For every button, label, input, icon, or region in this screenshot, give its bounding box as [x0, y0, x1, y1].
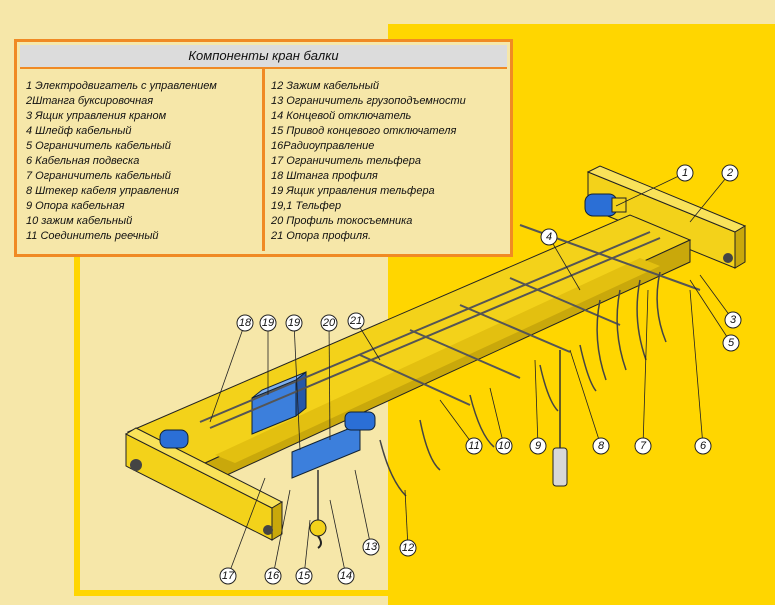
motor-left	[159, 429, 189, 449]
callout-4: 4	[540, 228, 558, 246]
legend-item: 16Радиоуправление	[271, 140, 375, 152]
callout-1: 1	[676, 164, 694, 182]
legend-item: 4 Шлейф кабельный	[26, 125, 132, 137]
callout-label: 5	[728, 337, 735, 349]
callout-12: 12	[399, 539, 417, 557]
callout-label: 20	[322, 317, 336, 329]
callout-5: 5	[722, 334, 740, 352]
callout-9: 9	[529, 437, 547, 455]
callout-label: 17	[222, 570, 235, 582]
legend-item: 15 Привод концевого отключателя	[271, 125, 457, 137]
callout-label: 2	[726, 167, 733, 179]
hoist-trolley	[291, 411, 376, 549]
callout-label: 11	[468, 440, 479, 452]
callout-18: 18	[236, 314, 254, 332]
callout-label: 13	[365, 541, 378, 553]
callout-8: 8	[592, 437, 610, 455]
control-pendant	[552, 350, 568, 487]
legend-item: 20 Профиль токосъемника	[271, 215, 413, 227]
legend-item: 18 Штанга профиля	[271, 170, 378, 182]
yellow-left-strip	[74, 256, 80, 596]
legend-item: 10 зажим кабельный	[26, 215, 133, 227]
legend-item: 1 Электродвигатель с управлением	[26, 80, 217, 92]
callout-label: 19	[262, 317, 274, 329]
callout-label: 3	[730, 314, 737, 326]
end-carriage-right	[586, 165, 747, 269]
callout-3: 3	[724, 311, 742, 329]
callout-label: 14	[340, 570, 352, 582]
legend-item: 5 Ограничитель кабельный	[26, 140, 171, 152]
callout-label: 8	[598, 440, 605, 452]
legend-item: 7 Ограничитель кабельный	[26, 170, 171, 182]
callout-6: 6	[694, 437, 712, 455]
callout-label: 19	[288, 317, 300, 329]
callout-7: 7	[634, 437, 652, 455]
callout-label: 15	[298, 570, 311, 582]
callout-label: 10	[498, 440, 511, 452]
callout-16: 16	[264, 567, 282, 585]
festoon-cables	[379, 271, 667, 497]
legend-item: 19,1 Тельфер	[271, 200, 342, 212]
hoist-control-box	[251, 370, 307, 435]
callout-13: 13	[362, 538, 380, 556]
callout-label: 16	[267, 570, 280, 582]
callout-14: 14	[337, 567, 355, 585]
callout-2: 2	[721, 164, 739, 182]
legend-column-right: 12 Зажим кабельный 13 Ограничитель грузо…	[262, 69, 507, 251]
callout-label: 6	[700, 440, 707, 452]
callout-label: 7	[640, 440, 647, 452]
callout-20: 20	[320, 314, 338, 332]
legend-item: 21 Опора профиля.	[271, 230, 372, 242]
legend-item: 9 Опора кабельная	[26, 200, 125, 212]
callout-19a: 19	[259, 314, 277, 332]
callout-21: 21	[347, 312, 365, 330]
callout-11: 11	[465, 437, 483, 455]
components-legend: Компоненты кран балки 1 Электродвигатель…	[14, 39, 513, 257]
legend-item: 12 Зажим кабельный	[271, 80, 379, 92]
yellow-bottom-strip	[74, 590, 394, 596]
callout-label: 18	[239, 317, 252, 329]
legend-column-left: 1 Электродвигатель с управлением 2Штанга…	[20, 69, 262, 251]
legend-item: 6 Кабельная подвеска	[26, 155, 140, 167]
legend-item: 17 Ограничитель тельфера	[271, 155, 422, 167]
callout-10: 10	[495, 437, 513, 455]
callout-label: 1	[682, 167, 688, 179]
legend-item: 19 Ящик управления тельфера	[271, 185, 435, 197]
callout-15: 15	[295, 567, 313, 585]
legend-columns: 1 Электродвигатель с управлением 2Штанга…	[20, 69, 507, 251]
legend-item: 2Штанга буксировочная	[26, 95, 154, 107]
callout-label: 4	[546, 231, 552, 243]
callout-label: 12	[402, 542, 414, 554]
legend-item: 13 Ограничитель грузоподъемности	[271, 95, 466, 107]
legend-item: 14 Концевой отключатель	[271, 110, 412, 122]
legend-title: Компоненты кран балки	[20, 45, 507, 69]
callout-17: 17	[219, 567, 237, 585]
callout-19b: 19	[285, 314, 303, 332]
callout-label: 21	[349, 315, 362, 327]
callout-label: 9	[535, 440, 541, 452]
legend-item: 3 Ящик управления краном	[26, 110, 167, 122]
legend-item: 8 Штекер кабеля управления	[26, 185, 179, 197]
legend-item: 11 Соединитель реечный	[26, 230, 159, 242]
